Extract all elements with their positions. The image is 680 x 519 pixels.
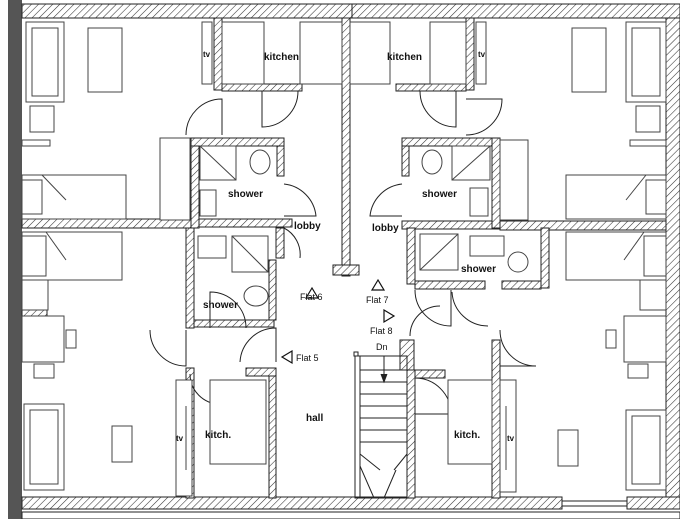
label-shower-top-left: shower — [228, 189, 263, 200]
label-shower-top-right: shower — [422, 189, 457, 200]
stairs — [353, 351, 408, 499]
label-tv-top-left: tv — [203, 50, 211, 59]
label-shower-mid-right: shower — [461, 264, 496, 275]
triangle-left-marker — [280, 349, 293, 365]
triangle-right-marker — [383, 308, 396, 324]
label-dn: Dn — [376, 342, 388, 352]
label-flat8: Flat 8 — [370, 326, 393, 336]
label-kitch-right: kitch. — [454, 430, 480, 441]
bathroom-fixtures — [197, 145, 529, 307]
triangle-up-marker — [304, 286, 320, 299]
furniture — [21, 21, 667, 497]
label-shower-mid-left: shower — [203, 300, 238, 311]
label-tv-bottom-left: tv — [176, 434, 184, 443]
label-flat6: Flat 6 — [300, 292, 323, 302]
label-tv-top-right: tv — [478, 50, 486, 59]
label-tv-bottom-right: tv — [507, 434, 515, 443]
label-kitchen-right: kitchen — [387, 52, 422, 63]
label-kitchen-left: kitchen — [264, 52, 299, 63]
triangle-up-marker — [370, 278, 386, 291]
flat-markers — [280, 278, 396, 365]
outer-walls — [8, 0, 680, 519]
label-lobby-right: lobby — [372, 223, 399, 234]
label-flat7: Flat 7 — [366, 295, 389, 305]
room-labels: kitchen kitchen tv tv shower shower lobb… — [176, 50, 515, 443]
label-hall: hall — [306, 413, 323, 424]
label-kitch-left: kitch. — [205, 430, 231, 441]
label-lobby-left: lobby — [294, 221, 321, 232]
label-flat5: Flat 5 — [296, 353, 319, 363]
